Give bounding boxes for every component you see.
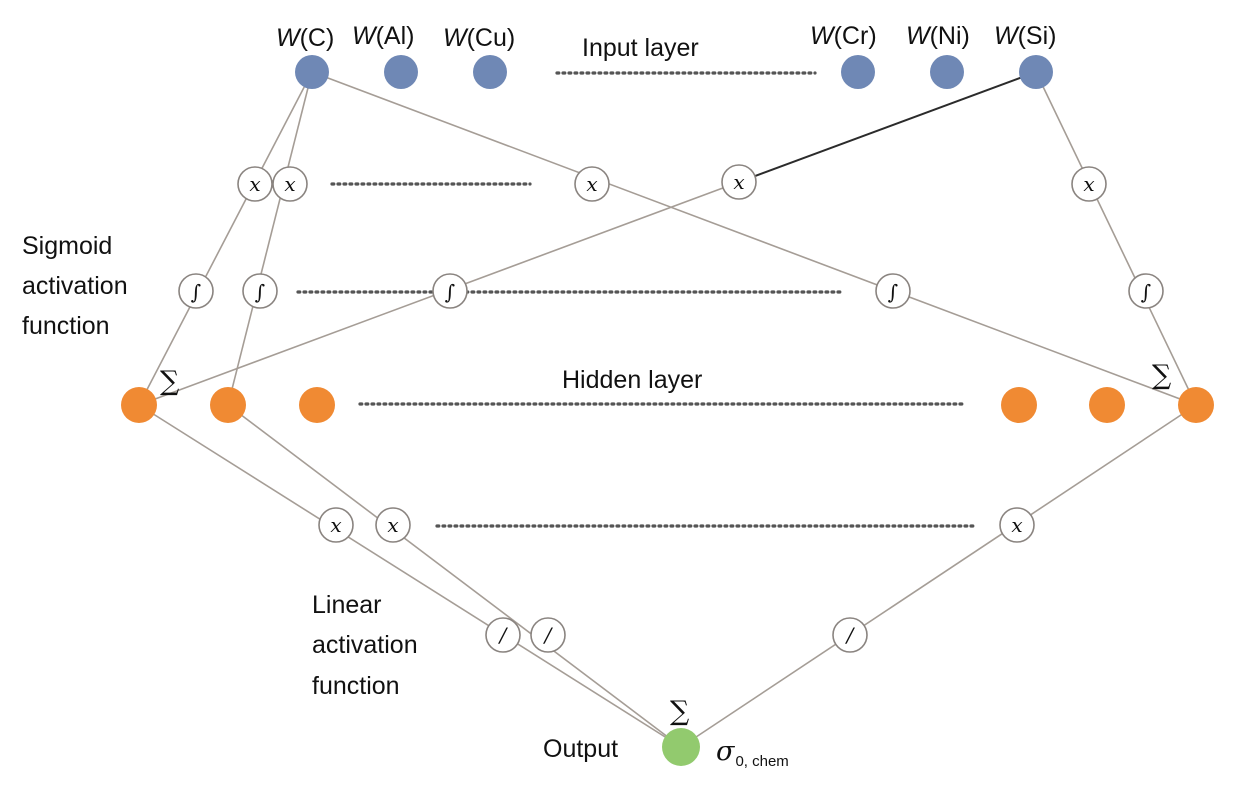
multiply-node-4 (721, 164, 757, 200)
input-layer: W(C) W(Al) W(Cu) W(Cr) W(Ni) W(Si) Input… (276, 22, 1057, 89)
multiply-symbol: x (1083, 172, 1094, 196)
multiply-symbol: x (387, 513, 398, 537)
linear-node-3 (832, 617, 868, 653)
output-sum-symbol: ∑ (670, 696, 689, 727)
linear-symbol: / (498, 623, 509, 647)
input-node-cr (841, 55, 875, 89)
sigmoid-symbol: ∫ (445, 280, 455, 304)
hidden-sum-symbol-left: ∑ (160, 366, 179, 397)
input-label-c: W(C) (276, 24, 334, 52)
multiply-node-6 (318, 507, 354, 543)
hidden-node-5 (1089, 387, 1125, 423)
input-label-si: W(Si) (994, 22, 1057, 50)
input-label-ni: W(Ni) (906, 22, 970, 50)
sigmoid-symbol: ∫ (255, 280, 265, 304)
edge-wsi-mult-dark (738, 71, 1037, 183)
linear-node-2 (530, 617, 566, 653)
hidden-node-6 (1178, 387, 1214, 423)
sigmoid-label-line-1: Sigmoid (22, 232, 112, 260)
input-label-cr: W(Cr) (810, 22, 877, 50)
multiply-symbol: x (733, 170, 744, 194)
linear-symbol: / (845, 623, 856, 647)
hidden-node-3 (299, 387, 335, 423)
sigmoid-node-2 (242, 273, 278, 309)
edge-h6-out (680, 404, 1197, 748)
sigmoid-symbol: ∫ (888, 280, 898, 304)
linear-row: / / / (485, 617, 868, 653)
linear-node-1 (485, 617, 521, 653)
multiply-symbol: x (1011, 513, 1022, 537)
linear-label-line-3: function (312, 672, 400, 700)
input-label-cu: W(Cu) (443, 24, 515, 52)
output-label: Output (543, 735, 618, 763)
output-layer: ∑ Output σ0, chem (543, 696, 789, 770)
linear-symbol: / (543, 623, 554, 647)
hidden-multiply-row: x x x (318, 507, 1035, 543)
multiply-symbol: x (586, 172, 597, 196)
edge-h2-out (227, 404, 682, 748)
input-layer-title: Input layer (582, 34, 699, 62)
sigmoid-label-line-3: function (22, 312, 110, 340)
multiply-node-3 (574, 166, 610, 202)
output-sigma-label: σ0, chem (716, 736, 789, 770)
edge-h1-out (138, 404, 682, 748)
input-multiply-row: x x x x x (237, 164, 1107, 202)
sigmoid-symbol: ∫ (1141, 280, 1151, 304)
edge-wc-h2 (227, 71, 313, 406)
edge-wc-h6 (311, 71, 1197, 406)
hidden-sum-symbol-right: ∑ (1152, 360, 1171, 391)
sigmoid-node-4 (875, 273, 911, 309)
hidden-node-2 (210, 387, 246, 423)
hidden-node-1 (121, 387, 157, 423)
hidden-node-4 (1001, 387, 1037, 423)
edge-wsi-h6 (1035, 71, 1197, 406)
ellipsis-lines (296, 71, 977, 528)
output-node (662, 728, 700, 766)
input-node-si (1019, 55, 1053, 89)
sigmoid-row: ∫ ∫ ∫ ∫ ∫ (178, 273, 1164, 309)
multiply-node-7 (375, 507, 411, 543)
input-node-ni (930, 55, 964, 89)
edge-wc-h1 (138, 71, 313, 406)
sigmoid-symbol: ∫ (191, 280, 201, 304)
hidden-layer-title: Hidden layer (562, 366, 702, 394)
multiply-node-5 (1071, 166, 1107, 202)
input-node-al (384, 55, 418, 89)
multiply-node-8 (999, 507, 1035, 543)
input-label-al: W(Al) (352, 22, 415, 50)
linear-activation-label: Linear activation function (312, 591, 418, 700)
sigmoid-node-5 (1128, 273, 1164, 309)
sigmoid-node-1 (178, 273, 214, 309)
sigmoid-label-line-2: activation (22, 272, 128, 300)
sigmoid-activation-label: Sigmoid activation function (22, 232, 128, 340)
input-node-c (295, 55, 329, 89)
sigmoid-node-3 (432, 273, 468, 309)
input-node-cu (473, 55, 507, 89)
multiply-node-1 (237, 166, 273, 202)
multiply-symbol: x (284, 172, 295, 196)
hidden-layer: ∑ ∑ Hidden layer (121, 360, 1214, 423)
multiply-symbol: x (249, 172, 260, 196)
multiply-symbol: x (330, 513, 341, 537)
linear-label-line-2: activation (312, 631, 418, 659)
linear-label-line-1: Linear (312, 591, 382, 619)
multiply-node-2 (272, 166, 308, 202)
